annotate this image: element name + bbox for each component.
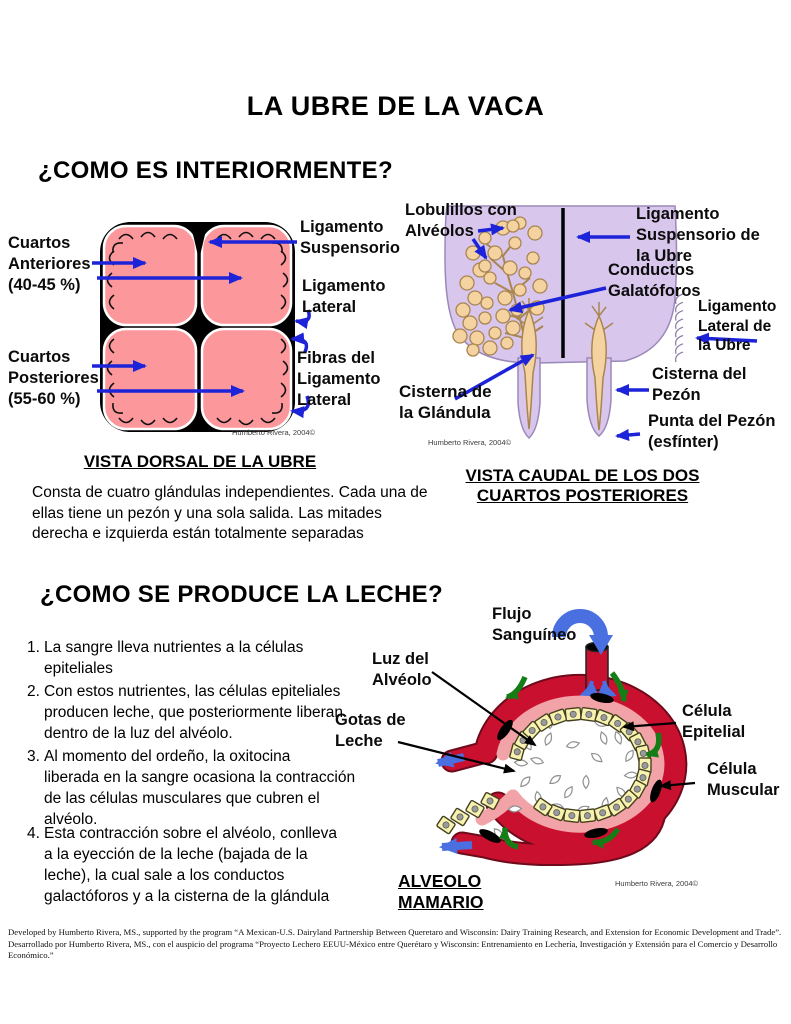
lateral-ligament-hatching <box>675 293 684 363</box>
list-item-2: 2. Con estos nutrientes, las células epi… <box>27 681 343 744</box>
label-ligamento-suspensorio: Ligamento Suspensorio <box>300 218 400 257</box>
credit-dorsal: Humberto Rivera, 2004© <box>232 428 316 437</box>
label-cisterna-pezon: Cisterna del Pezón <box>652 365 747 404</box>
label-flujo-sanguineo: Flujo Sanguíneo <box>492 605 577 644</box>
label-ligamento-lateral-ubre: Ligamento Lateral de la Ubre <box>698 298 777 355</box>
label-ligamento-lateral: Ligamento Lateral <box>302 277 386 316</box>
udder-quarters <box>102 224 293 431</box>
caption-alveolo: ALVEOLO MAMARIO <box>398 871 484 912</box>
label-fibras-ligamento-lateral: Fibras del Ligamento Lateral <box>297 349 381 409</box>
caudal-view-diagram <box>444 205 758 441</box>
cisterns <box>514 298 614 431</box>
caudal-arrows <box>454 223 758 441</box>
label-arrows <box>397 671 696 791</box>
label-lobulillos: Lobulillos con Alvéolos <box>405 201 517 240</box>
label-luz-alveolo: Luz del Alvéolo <box>372 650 432 689</box>
blood-flow-arrow <box>552 609 608 638</box>
dorsal-arrows <box>92 236 311 419</box>
dorsal-view-diagram <box>92 222 311 432</box>
caption-dorsal: VISTA DORSAL DE LA UBRE <box>83 452 317 471</box>
list-item-3: 3. Al momento del ordeño, la oxitocina l… <box>27 746 355 830</box>
footer-credits: Developed by Humberto Rivera, MS., suppo… <box>8 927 782 960</box>
credit-alveolo: Humberto Rivera, 2004© <box>615 879 699 888</box>
caption-caudal: VISTA CAUDAL DE LOS DOS CUARTOS POSTERIO… <box>465 466 700 506</box>
label-punta-pezon: Punta del Pezón (esfínter) <box>648 412 776 451</box>
label-celula-epitelial: Célula Epitelial <box>682 702 746 741</box>
label-celula-muscular: Célula Muscular <box>707 760 780 799</box>
credit-caudal: Humberto Rivera, 2004© <box>428 438 512 447</box>
list-num-3: 3. <box>27 748 40 765</box>
label-ligamento-suspensorio-ubre: Ligamento Suspensorio de la Ubre <box>636 205 760 265</box>
list-text-1: La sangre lleva nutrientes a la células … <box>44 639 304 677</box>
list-text-2: Con estos nutrientes, las células epitel… <box>44 683 343 742</box>
blood-inflow-vessel <box>552 609 617 697</box>
heading-interior: ¿COMO ES INTERIORMENTE? <box>38 157 393 184</box>
label-gotas-leche: Gotas de Leche <box>335 711 406 750</box>
dorsal-description: Consta de cuatro glándulas independiente… <box>32 484 428 542</box>
alveolus-diagram <box>397 609 696 867</box>
label-cuartos-anteriores: Cuartos Anteriores (40-45 %) <box>8 234 91 294</box>
muscle-cells <box>479 692 662 843</box>
list-text-3: Al momento del ordeño, la oxitocina libe… <box>44 748 356 828</box>
list-item-1: 1. La sangre lleva nutrientes a la célul… <box>27 637 303 679</box>
page-title: LA UBRE DE LA VACA <box>246 91 545 121</box>
label-cisterna-glandula: Cisterna de la Glándula <box>399 382 492 423</box>
heading-leche: ¿COMO SE PRODUCE LA LECHE? <box>40 581 443 608</box>
list-num-1: 1. <box>27 639 40 656</box>
label-cuartos-posteriores: Cuartos Posteriores (55-60 %) <box>8 348 99 408</box>
list-num-4: 4. <box>27 825 40 842</box>
label-conductos-galatoforos: Conductos Galatóforos <box>608 261 701 300</box>
list-text-4: Esta contracción sobre el alvéolo, conll… <box>44 825 337 905</box>
list-item-4: 4. Esta contracción sobre el alvéolo, co… <box>27 823 337 907</box>
list-num-2: 2. <box>27 683 40 700</box>
contraction-arrows <box>498 671 662 850</box>
